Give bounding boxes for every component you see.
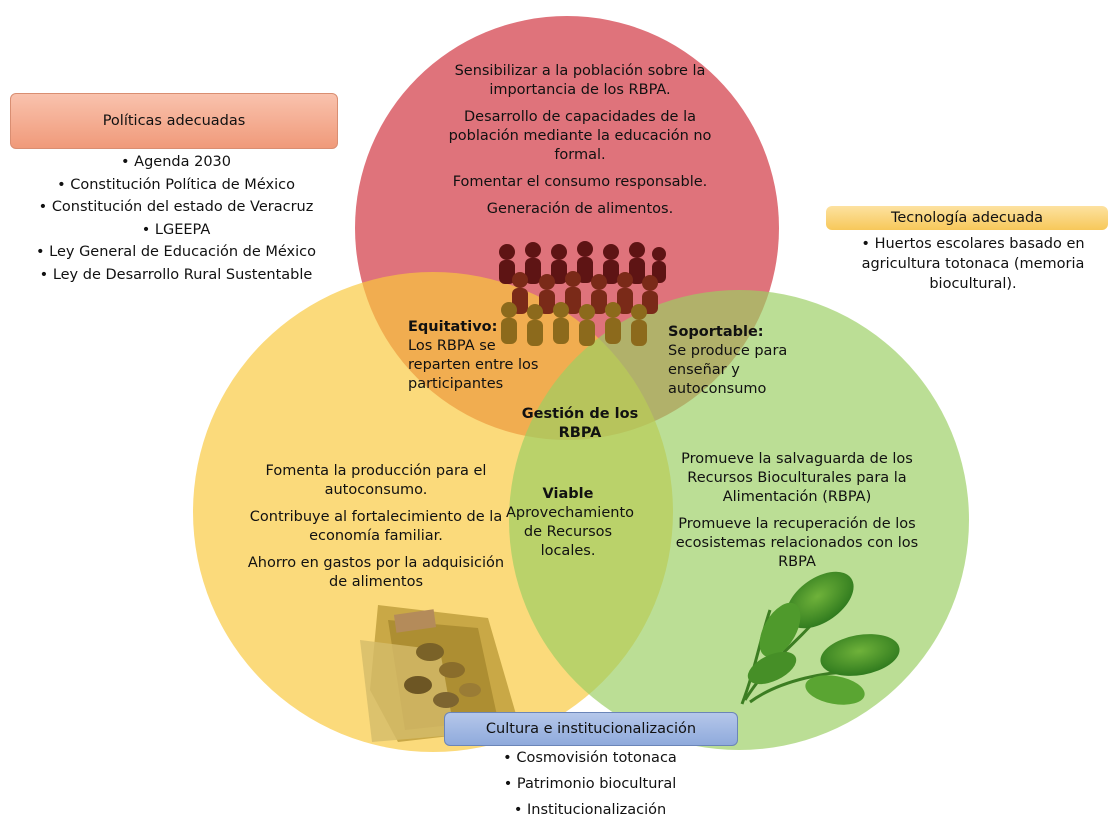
soportable-title: Soportable:: [668, 324, 764, 340]
money-icon: [360, 605, 520, 742]
politicas-item: LGEEPA: [0, 219, 352, 242]
politicas-item: Ley de Desarrollo Rural Sustentable: [0, 264, 352, 287]
soportable-text: Soportable: Se produce para enseñar y au…: [668, 323, 803, 399]
politicas-item: Agenda 2030: [0, 151, 352, 174]
cultura-item: Patrimonio biocultural: [444, 771, 736, 797]
cultura-list: Cosmovisión totonaca Patrimonio biocultu…: [444, 745, 736, 823]
green-paragraph: Promueve la salvaguarda de los Recursos …: [681, 451, 913, 505]
red-paragraph: Desarrollo de capacidades de la població…: [448, 109, 712, 163]
politicas-item: Ley General de Educación de México: [0, 241, 352, 264]
politicas-title: Políticas adecuadas: [102, 113, 246, 129]
bullet-icon: •: [861, 236, 875, 252]
equitativo-body: Los RBPA se reparten entre los participa…: [408, 338, 539, 392]
center-text: Gestión de los RBPA: [520, 405, 640, 443]
soportable-body: Se produce para enseñar y autoconsumo: [668, 343, 788, 397]
cultura-title: Cultura e institucionalización: [485, 721, 697, 737]
cultura-item: Institucionalización: [444, 797, 736, 823]
politicas-list: Agenda 2030 Constitución Política de Méx…: [0, 151, 352, 286]
cultura-item: Cosmovisión totonaca: [444, 745, 736, 771]
viable-body: Aprovechamiento de Recursos locales.: [506, 505, 635, 559]
tecnologia-line: Huertos escolares basado en: [874, 236, 1085, 252]
spinach-icon: [740, 571, 900, 705]
cultura-box: Cultura e institucionalización: [444, 712, 738, 746]
tecnologia-line: agricultura totonaca (memoria: [861, 256, 1085, 272]
yellow-paragraph: Ahorro en gastos por la adquisición de a…: [247, 555, 505, 590]
center-title: Gestión de los RBPA: [521, 406, 639, 441]
yellow-paragraph: Fomenta la producción para el autoconsum…: [265, 463, 487, 498]
equitativo-title: Equitativo:: [408, 319, 498, 335]
tecnologia-box: Tecnología adecuada: [826, 206, 1108, 230]
viable-title: Viable: [542, 486, 594, 502]
red-paragraph: Generación de alimentos.: [486, 201, 674, 217]
tecnologia-title: Tecnología adecuada: [890, 210, 1044, 226]
politicas-box: Políticas adecuadas: [10, 93, 338, 149]
tecnologia-line: biocultural).: [929, 276, 1017, 292]
tecnologia-text: • Huertos escolares basado en agricultur…: [838, 234, 1108, 294]
red-circle-text: Sensibilizar a la población sobre la imp…: [435, 62, 725, 227]
politicas-item: Constitución del estado de Veracruz: [0, 196, 352, 219]
red-paragraph: Sensibilizar a la población sobre la imp…: [454, 63, 706, 98]
green-paragraph: Promueve la recuperación de los ecosiste…: [675, 516, 919, 570]
yellow-paragraph: Contribuye al fortalecimiento de la econ…: [249, 509, 503, 544]
green-circle-text: Promueve la salvaguarda de los Recursos …: [658, 450, 936, 580]
crowd-figures: [499, 241, 666, 346]
green-circle: [509, 290, 969, 750]
red-paragraph: Fomentar el consumo responsable.: [452, 174, 708, 190]
yellow-circle-text: Fomenta la producción para el autoconsum…: [245, 462, 507, 600]
crowd-icon: [495, 240, 670, 350]
viable-text: Viable Aprovechamiento de Recursos local…: [506, 485, 635, 561]
politicas-item: Constitución Política de México: [0, 174, 352, 197]
equitativo-text: Equitativo: Los RBPA se reparten entre l…: [408, 318, 553, 394]
